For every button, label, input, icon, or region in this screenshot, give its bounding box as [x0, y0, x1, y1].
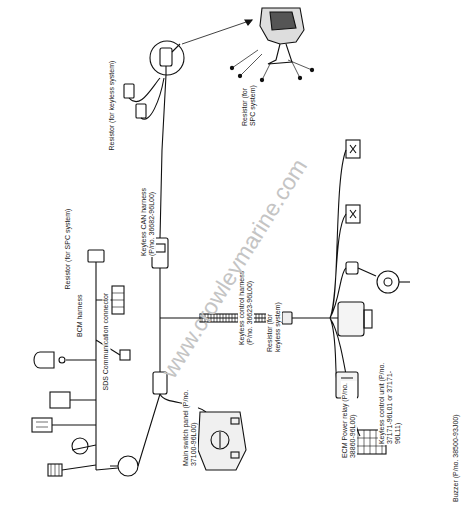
- part-label: Keyless control unit (P/no. 37171-96L01 …: [378, 351, 402, 445]
- part-label: Resistor (for keyless system): [108, 24, 116, 151]
- part-label: Keyless CAN harness (P/no. 36682-96L00): [140, 183, 156, 257]
- watermark: www.crowleymarine.com: [157, 154, 314, 383]
- harness-connectors: [346, 140, 360, 223]
- part-label: Buzzer (P/no. 38500-93J00): [452, 371, 460, 503]
- keyless-resistor-top: [124, 78, 164, 119]
- main-switch-panel: [153, 372, 246, 470]
- harness-detail-circle: [150, 20, 252, 75]
- part-label: Resistor (for SPC system): [64, 193, 72, 290]
- bcm-harness: [32, 262, 160, 476]
- part-label: Resistor (for keyless system): [266, 291, 282, 353]
- part-label: SDS Communication connector: [102, 284, 110, 391]
- spc-resistor-left: [88, 250, 104, 262]
- part-label: BCM harness: [76, 286, 84, 338]
- part-label: Main switch panel (P/no. 37100-96L00): [182, 383, 198, 467]
- buzzer: [346, 262, 410, 293]
- keyless-control-unit: [338, 302, 372, 336]
- main-wire: [160, 75, 166, 238]
- part-label: ECM Power relay (P/no. 38860-96L00): [341, 381, 357, 459]
- part-label: Resistor (for SPC system): [241, 83, 257, 127]
- outboard-engine: [230, 8, 313, 82]
